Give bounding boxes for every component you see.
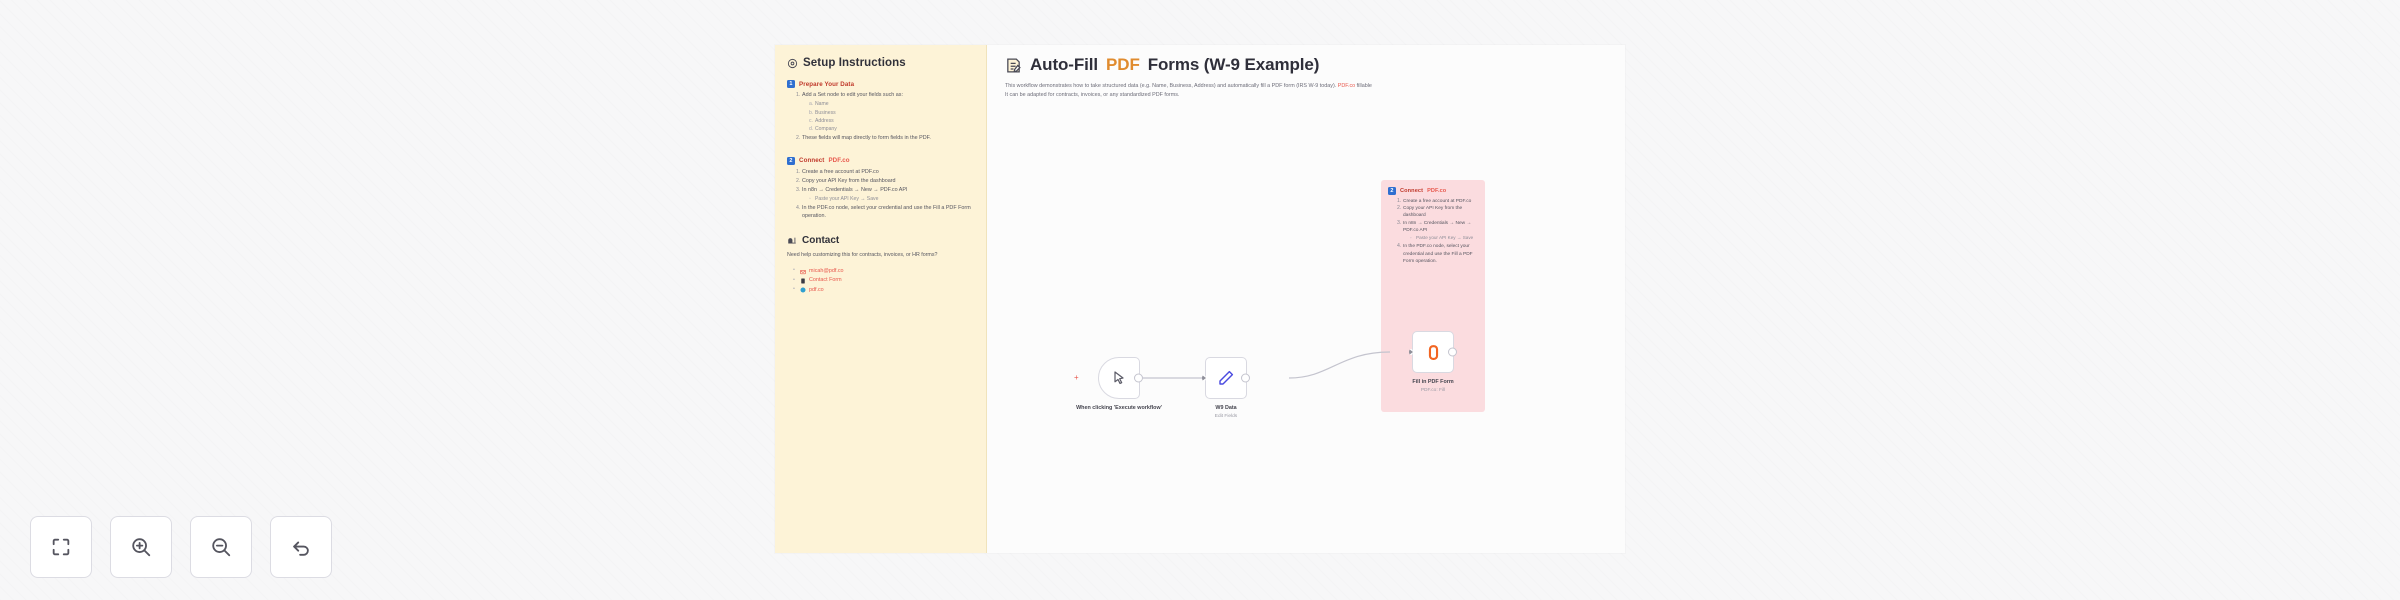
description-line-1b: fillable [1355, 83, 1372, 89]
step-text: In n8n → Credentials → New → PDF.co API [802, 186, 908, 193]
pencil-icon [1217, 369, 1235, 387]
prepare-data-step-list: Add a Set node to edit your fields such … [796, 91, 976, 142]
section-heading-brand: PDF.co [828, 157, 850, 165]
workflow-node-label: Fill in PDF Form PDF.co: Fill [1378, 378, 1488, 394]
sticky-note-title-text: Setup Instructions [803, 57, 906, 69]
list-item: Paste your API Key → Save [1410, 235, 1478, 242]
section-heading-prefix: Connect [1400, 188, 1424, 194]
fit-screen-icon [50, 536, 72, 558]
sticky-note-title: Setup Instructions [787, 57, 976, 69]
mailbox-icon [787, 236, 797, 246]
list-item: Create a free account at PDF.co [796, 168, 879, 176]
node-output-port[interactable] [1448, 347, 1457, 357]
section-heading-prefix: Connect [799, 157, 825, 165]
contact-link-label[interactable]: micah@pdf.co [809, 267, 844, 274]
contact-title-text: Contact [802, 235, 840, 247]
page-title-part3: Forms (W-9 Example) [1147, 55, 1320, 74]
page-title-brand: PDF [1106, 55, 1140, 74]
gear-icon [787, 58, 798, 69]
section-number-badge: 1 [787, 80, 795, 88]
note-pencil-icon [1005, 57, 1022, 74]
pdfco-icon [1425, 344, 1442, 361]
list-item: In the PDF.co node, select your credenti… [796, 204, 971, 220]
document-header: Auto-Fill PDF Forms (W-9 Example) This w… [1005, 55, 1605, 100]
node-sublabel-text: Edit Fields [1214, 414, 1238, 420]
zoom-in-button[interactable] [110, 516, 172, 578]
field-sublist: Name Business Address Company [809, 100, 976, 133]
list-item: Create a free account at PDF.co [1397, 198, 1472, 206]
contact-link-label[interactable]: Contact Form [809, 277, 842, 284]
connect-pdfco-step-list: Create a free account at PDF.co Copy you… [796, 168, 976, 221]
workflow-node-label: When clicking 'Execute workflow' [1064, 404, 1174, 412]
workflow-node-label: W9 Data Edit Fields [1171, 404, 1281, 420]
section-heading-brand: PDF.co [1427, 188, 1447, 194]
description-line-2: It can be adapted for contracts, invoice… [1005, 91, 1180, 98]
globe-icon [800, 287, 806, 293]
sticky-note-connect-pdfco[interactable]: 2 Connect PDF.co Create a free account a… [1381, 180, 1485, 412]
list-item: In n8n → Credentials → New → PDF.co API … [796, 186, 976, 204]
workflow-node-trigger[interactable]: When clicking 'Execute workflow' [1076, 357, 1162, 411]
substep-list: Paste your API Key → Save [1410, 235, 1478, 242]
list-item: Business [809, 109, 836, 117]
list-item: Add a Set node to edit your fields such … [796, 91, 976, 133]
add-node-plus-marker[interactable]: + [1074, 373, 1079, 382]
reset-zoom-button[interactable] [270, 516, 332, 578]
node-output-port[interactable] [1241, 373, 1250, 383]
substep-list: Paste your API Key → Save [809, 195, 976, 203]
list-item: In the PDF.co node, select your credenti… [1397, 243, 1473, 264]
node-input-port[interactable] [1409, 349, 1413, 355]
contact-link-list: micah@pdf.co Contact Form pdf.co [793, 266, 976, 295]
phone-icon [800, 278, 806, 284]
sticky-note-setup-instructions[interactable]: Setup Instructions 1 Prepare Your Data A… [775, 45, 987, 553]
list-item: In n8n → Credentials → New → PDF.co API … [1397, 220, 1478, 242]
section-number-badge: 2 [787, 156, 795, 165]
contact-description: Need help customizing this for contracts… [787, 252, 938, 259]
page-title: Auto-Fill PDF Forms (W-9 Example) [1005, 55, 1605, 75]
description-line-1: This workflow demonstrates how to take s… [1005, 83, 1338, 89]
page-description: This workflow demonstrates how to take s… [1005, 82, 1525, 100]
list-item[interactable]: pdf.co [793, 285, 976, 295]
spacer [787, 143, 976, 157]
zoom-in-icon [130, 536, 152, 558]
section-heading-text: Prepare Your Data [799, 80, 855, 88]
zoom-out-icon [210, 536, 232, 558]
list-item[interactable]: micah@pdf.co [793, 266, 976, 276]
step-text: Add a Set node to edit your fields such … [802, 92, 903, 98]
list-item: Address [809, 117, 834, 125]
pdfco-step-list: Create a free account at PDF.co Copy you… [1397, 198, 1478, 265]
mail-icon [800, 269, 806, 275]
node-label-text: Fill in PDF Form [1412, 379, 1454, 385]
node-input-port[interactable] [1202, 375, 1206, 381]
node-label-text: When clicking 'Execute workflow' [1076, 405, 1162, 411]
list-item[interactable]: Contact Form [793, 276, 976, 286]
page-title-part1: Auto-Fill [1030, 55, 1099, 74]
spacer [787, 221, 976, 235]
zoom-out-button[interactable] [190, 516, 252, 578]
section-number-badge: 2 [1388, 187, 1396, 195]
canvas-zoom-toolbar[interactable] [30, 516, 332, 578]
list-item: Copy your API Key from the dashboard [796, 177, 896, 185]
step-text: In n8n → Credentials → New → PDF.co API [1403, 221, 1472, 234]
section-heading-prepare-data: 1 Prepare Your Data [787, 80, 976, 88]
node-label-text: W9 Data [1215, 405, 1237, 411]
node-output-port[interactable] [1134, 373, 1143, 383]
node-sublabel-text: PDF.co: Fill [1420, 388, 1446, 394]
cursor-pointer-icon [1111, 370, 1127, 386]
list-item: Copy your API Key from the dashboard [1397, 205, 1463, 219]
section-heading-connect-pdfco: 2 Connect PDF.co [1388, 187, 1478, 195]
undo-arrow-icon [290, 536, 312, 558]
workflow-node-fill-pdf-form[interactable]: Fill in PDF Form PDF.co: Fill [1409, 331, 1457, 393]
list-item: Name [809, 100, 829, 108]
description-brand: PDF.co [1337, 83, 1356, 89]
section-heading-connect-pdfco: 2 Connect PDF.co [787, 156, 976, 165]
workflow-node-w9-data[interactable]: W9 Data Edit Fields [1202, 357, 1250, 419]
list-item: Company [809, 125, 837, 133]
list-item: Paste your API Key → Save [809, 195, 976, 203]
zoom-to-fit-button[interactable] [30, 516, 92, 578]
list-item: These fields will map directly to form f… [796, 134, 931, 142]
contact-link-label[interactable]: pdf.co [809, 286, 824, 293]
contact-section-title: Contact [787, 235, 976, 246]
